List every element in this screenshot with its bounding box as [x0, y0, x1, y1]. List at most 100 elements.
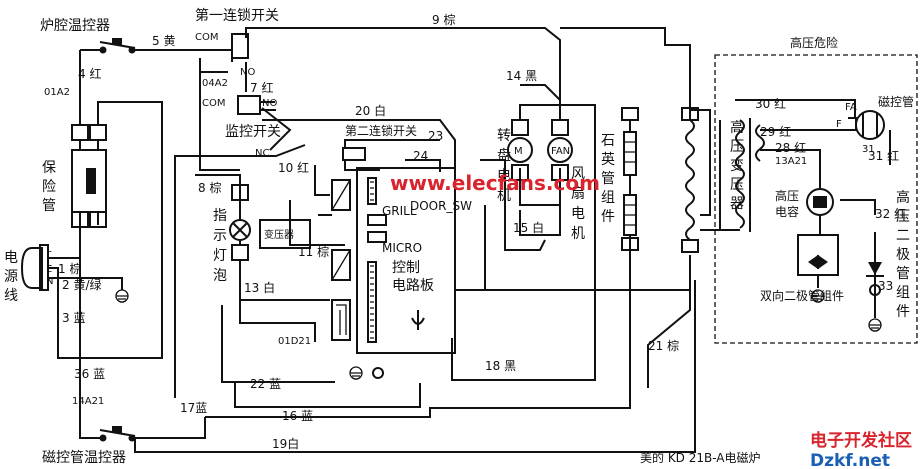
- ground-symbol-board-left: [349, 366, 363, 380]
- ground-symbol-power: [115, 289, 129, 303]
- label-no1: NO: [240, 67, 255, 78]
- wire-cap-diode: [797, 215, 821, 250]
- wire-label-13: 13 白: [244, 280, 275, 295]
- label-hvt-3: 变: [730, 158, 744, 174]
- label-fan-3: 电: [571, 206, 585, 222]
- quartz-tube-assembly: [621, 107, 639, 251]
- label-f: F: [836, 119, 842, 130]
- wire-2-green: [48, 277, 123, 290]
- caption: 美的 KD 21B-A电磁炉: [640, 450, 761, 465]
- wire-11-brown: [289, 200, 345, 246]
- wire-9-quartz: [560, 27, 691, 120]
- label-lamp-3: 灯: [213, 248, 227, 264]
- label-fan-1: 风: [571, 166, 585, 182]
- label-turntable-4: 机: [497, 188, 511, 204]
- wire-label-8: 8 棕: [198, 180, 221, 195]
- wire-label-18: 18 黑: [485, 359, 516, 373]
- label-hvt-5: 器: [730, 196, 744, 212]
- brand-cn: 电子开发社区: [810, 430, 912, 451]
- label-quartz-3: 管: [601, 171, 615, 187]
- hv-capacitor-symbol: [806, 188, 834, 216]
- hv-danger-zone: [714, 54, 918, 344]
- label-power-2: 源: [4, 269, 18, 285]
- component-labels: 炉腔温控器 第一连锁开关 COM NO 04A2 COM NO 监控开关 NC …: [4, 7, 914, 466]
- wire-label-22: 22 蓝: [250, 377, 281, 391]
- wire-label-31: 31 红: [868, 148, 899, 163]
- label-turntable-2: 盘: [497, 147, 511, 164]
- label-door-sw: DOOR_SW: [410, 199, 472, 213]
- wire-9-brown: [245, 27, 561, 120]
- label-hv-cap-1: 高压: [775, 188, 799, 203]
- label-bidi-diode: 双向二极管组件: [760, 288, 844, 303]
- label-second-interlock: 第二连锁开关: [345, 123, 417, 138]
- label-small-transformer: 变压器: [264, 228, 294, 241]
- wire-label-24: 24: [413, 149, 428, 163]
- label-first-interlock: 第一连锁开关: [195, 7, 279, 24]
- label-fan-2: 扇: [571, 186, 585, 202]
- small-transformer: [259, 219, 311, 249]
- wire-label-23: 23: [428, 129, 443, 143]
- wire-label-14: 14 黑: [506, 69, 537, 83]
- wire-3-blue: [48, 101, 163, 359]
- wire-com-left: [199, 58, 228, 73]
- label-fuse-3: 管: [42, 198, 56, 214]
- label-com1: COM: [195, 32, 218, 43]
- label-turntable-1: 转: [497, 128, 511, 144]
- wire-label-11: 11 棕: [298, 244, 329, 259]
- second-interlock-switch: [342, 147, 366, 161]
- label-hvd-3: 二: [896, 228, 910, 244]
- magnetron-symbol: [848, 110, 885, 140]
- label-lamp-1: 指: [213, 208, 227, 224]
- label-nc: NC: [255, 148, 269, 159]
- label-power-1: 电: [4, 250, 18, 266]
- wire-label-30: 30 红: [755, 96, 786, 111]
- relay-block: [331, 179, 351, 341]
- wire-20-white: [262, 119, 456, 178]
- ground-symbol-diode: [868, 318, 882, 332]
- wire-30-red: [735, 99, 856, 118]
- label-hv-danger: 高压危险: [790, 35, 838, 50]
- wire-board-motor: [480, 159, 546, 251]
- label-04a2: 04A2: [202, 78, 228, 89]
- wire-label-17: 17蓝: [180, 401, 207, 415]
- label-m: M: [514, 146, 523, 157]
- wire-label-10: 10 红: [278, 160, 309, 175]
- wire-15-b: [519, 205, 561, 236]
- wire-5-yellow: [135, 42, 233, 51]
- watermark-site: www.elecfans.com: [390, 171, 600, 195]
- bidirectional-diode-symbol: [797, 250, 839, 276]
- wire-36-blue: [79, 245, 100, 439]
- label-fan-4: 机: [571, 226, 585, 242]
- label-31: 31: [862, 144, 875, 155]
- label-hvd-2: 压: [896, 209, 910, 225]
- wire-22-blue-a: [221, 305, 335, 383]
- turntable-motor-symbol: [507, 119, 533, 181]
- wire-label-21: 21 棕: [648, 338, 679, 353]
- wire-label-4: 4 红: [78, 66, 101, 81]
- label-hvd-5: 管: [896, 266, 910, 282]
- wire-28-red: [760, 149, 821, 188]
- monitor-switch: [237, 95, 276, 115]
- first-interlock-switch: [231, 33, 249, 62]
- wire-com-down: [199, 72, 240, 171]
- wire-cap-diode2: [820, 234, 839, 250]
- label-quartz-1: 石: [601, 133, 615, 149]
- wire-16-blue: [205, 250, 631, 418]
- control-board: [356, 167, 456, 354]
- label-hvt-4: 压: [730, 177, 744, 193]
- wire-15-white: [519, 168, 561, 206]
- wire-network: [48, 27, 891, 453]
- wire-13-low: [239, 300, 316, 342]
- wire-label-20: 20 白: [355, 103, 386, 118]
- label-hvd-7: 件: [896, 304, 910, 320]
- label-magnetron-thermostat: 磁控管温控器: [42, 450, 126, 466]
- wire-10-red: [174, 144, 306, 398]
- hv-transformer-symbol: [735, 118, 765, 232]
- label-hvt-2: 压: [730, 139, 744, 155]
- label-lamp-2: 示: [213, 228, 227, 244]
- ground-terminal-board: [372, 367, 384, 379]
- label-com2: COM: [202, 98, 225, 109]
- heater-coil: [681, 107, 699, 253]
